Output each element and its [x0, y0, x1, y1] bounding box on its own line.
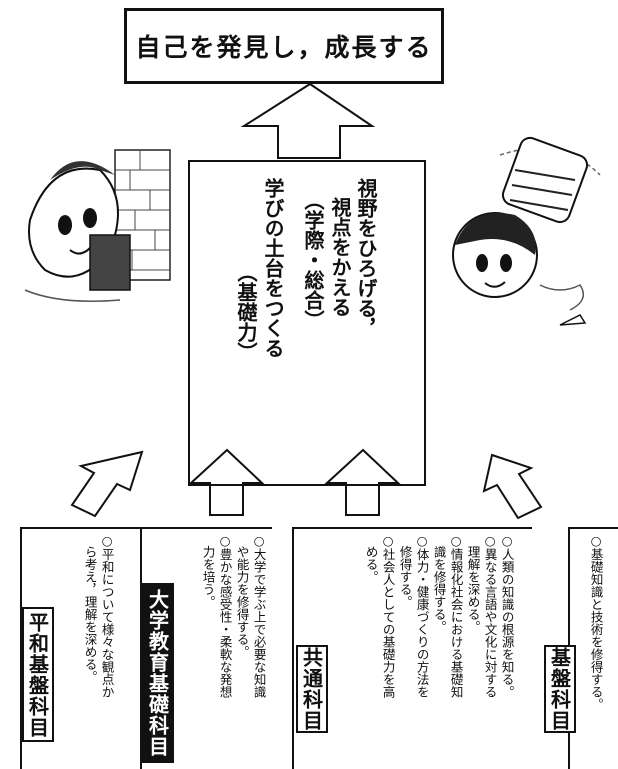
- panel-daigaku-item-4: 力を培う。: [200, 533, 216, 609]
- panel-kyotsu-item-4: ○情報化社会における基礎知: [448, 533, 464, 698]
- panel-daigaku-item-2: や能力を修得する。: [234, 533, 250, 659]
- panel-heiwa-label: 平和基盤科目: [22, 607, 54, 742]
- panel-daigaku-label: 大学教育基礎科目: [142, 583, 174, 763]
- panel-kyotsu-label: 共通科目: [296, 645, 328, 733]
- center-concept-box: [188, 160, 426, 486]
- goal-title-box: 自己を発見し，成長する: [124, 8, 444, 84]
- panel-kyotsu-item-9: める。: [363, 533, 379, 584]
- arrow-kiban: [482, 453, 543, 520]
- panel-kyotsu: [292, 527, 532, 769]
- panel-kiban-label: 基盤科目: [544, 645, 576, 733]
- arrow-heiwa: [70, 450, 144, 518]
- panel-kyotsu-item-2: ○異なる言語や文化に対する: [482, 533, 498, 698]
- panel-daigaku-item-3: ○豊かな感受性・柔軟な発想: [217, 533, 233, 698]
- panel-kiban-item-1: ○基礎知識と技術を修得する。: [588, 533, 604, 711]
- panel-heiwa-item-2: ら考え，理解を深める。: [82, 533, 98, 684]
- panel-daigaku-item-1: ○大学で学ぶ上で必要な知識: [251, 533, 267, 698]
- panel-kyotsu-item-7: 修得する。: [397, 533, 413, 609]
- center-line-2: 視点をかえる: [328, 197, 352, 317]
- panel-kyotsu-item-6: ○体力・健康づくりの方法を: [414, 533, 430, 698]
- center-line-5: （基礎力）: [234, 262, 258, 362]
- center-line-1: 視野をひろげる，: [354, 178, 378, 338]
- center-line-3: （学際・総合）: [301, 190, 325, 330]
- panel-kyotsu-item-5: 識を修得する。: [431, 533, 447, 634]
- character-illustration-left: [24, 149, 171, 302]
- panel-daigaku: [140, 527, 272, 769]
- panel-kyotsu-item-8: ○社会人としての基礎力を高: [380, 533, 396, 698]
- panel-heiwa-item-1: ○平和について様々な観点か: [99, 533, 115, 698]
- panel-heiwa: [20, 527, 140, 769]
- goal-title: 自己を発見し，成長する: [135, 33, 433, 62]
- panel-kyotsu-item-3: 理解を深める。: [465, 533, 481, 634]
- arrow-kyotsu: [324, 448, 401, 516]
- center-line-4: 学びの土台をつくる: [261, 178, 285, 358]
- panel-kyotsu-item-1: ○人類の知識の根源を知る。: [499, 533, 515, 698]
- character-illustration-right: [452, 136, 601, 326]
- arrow-daigaku: [188, 448, 265, 516]
- big-up-arrow: [240, 82, 376, 159]
